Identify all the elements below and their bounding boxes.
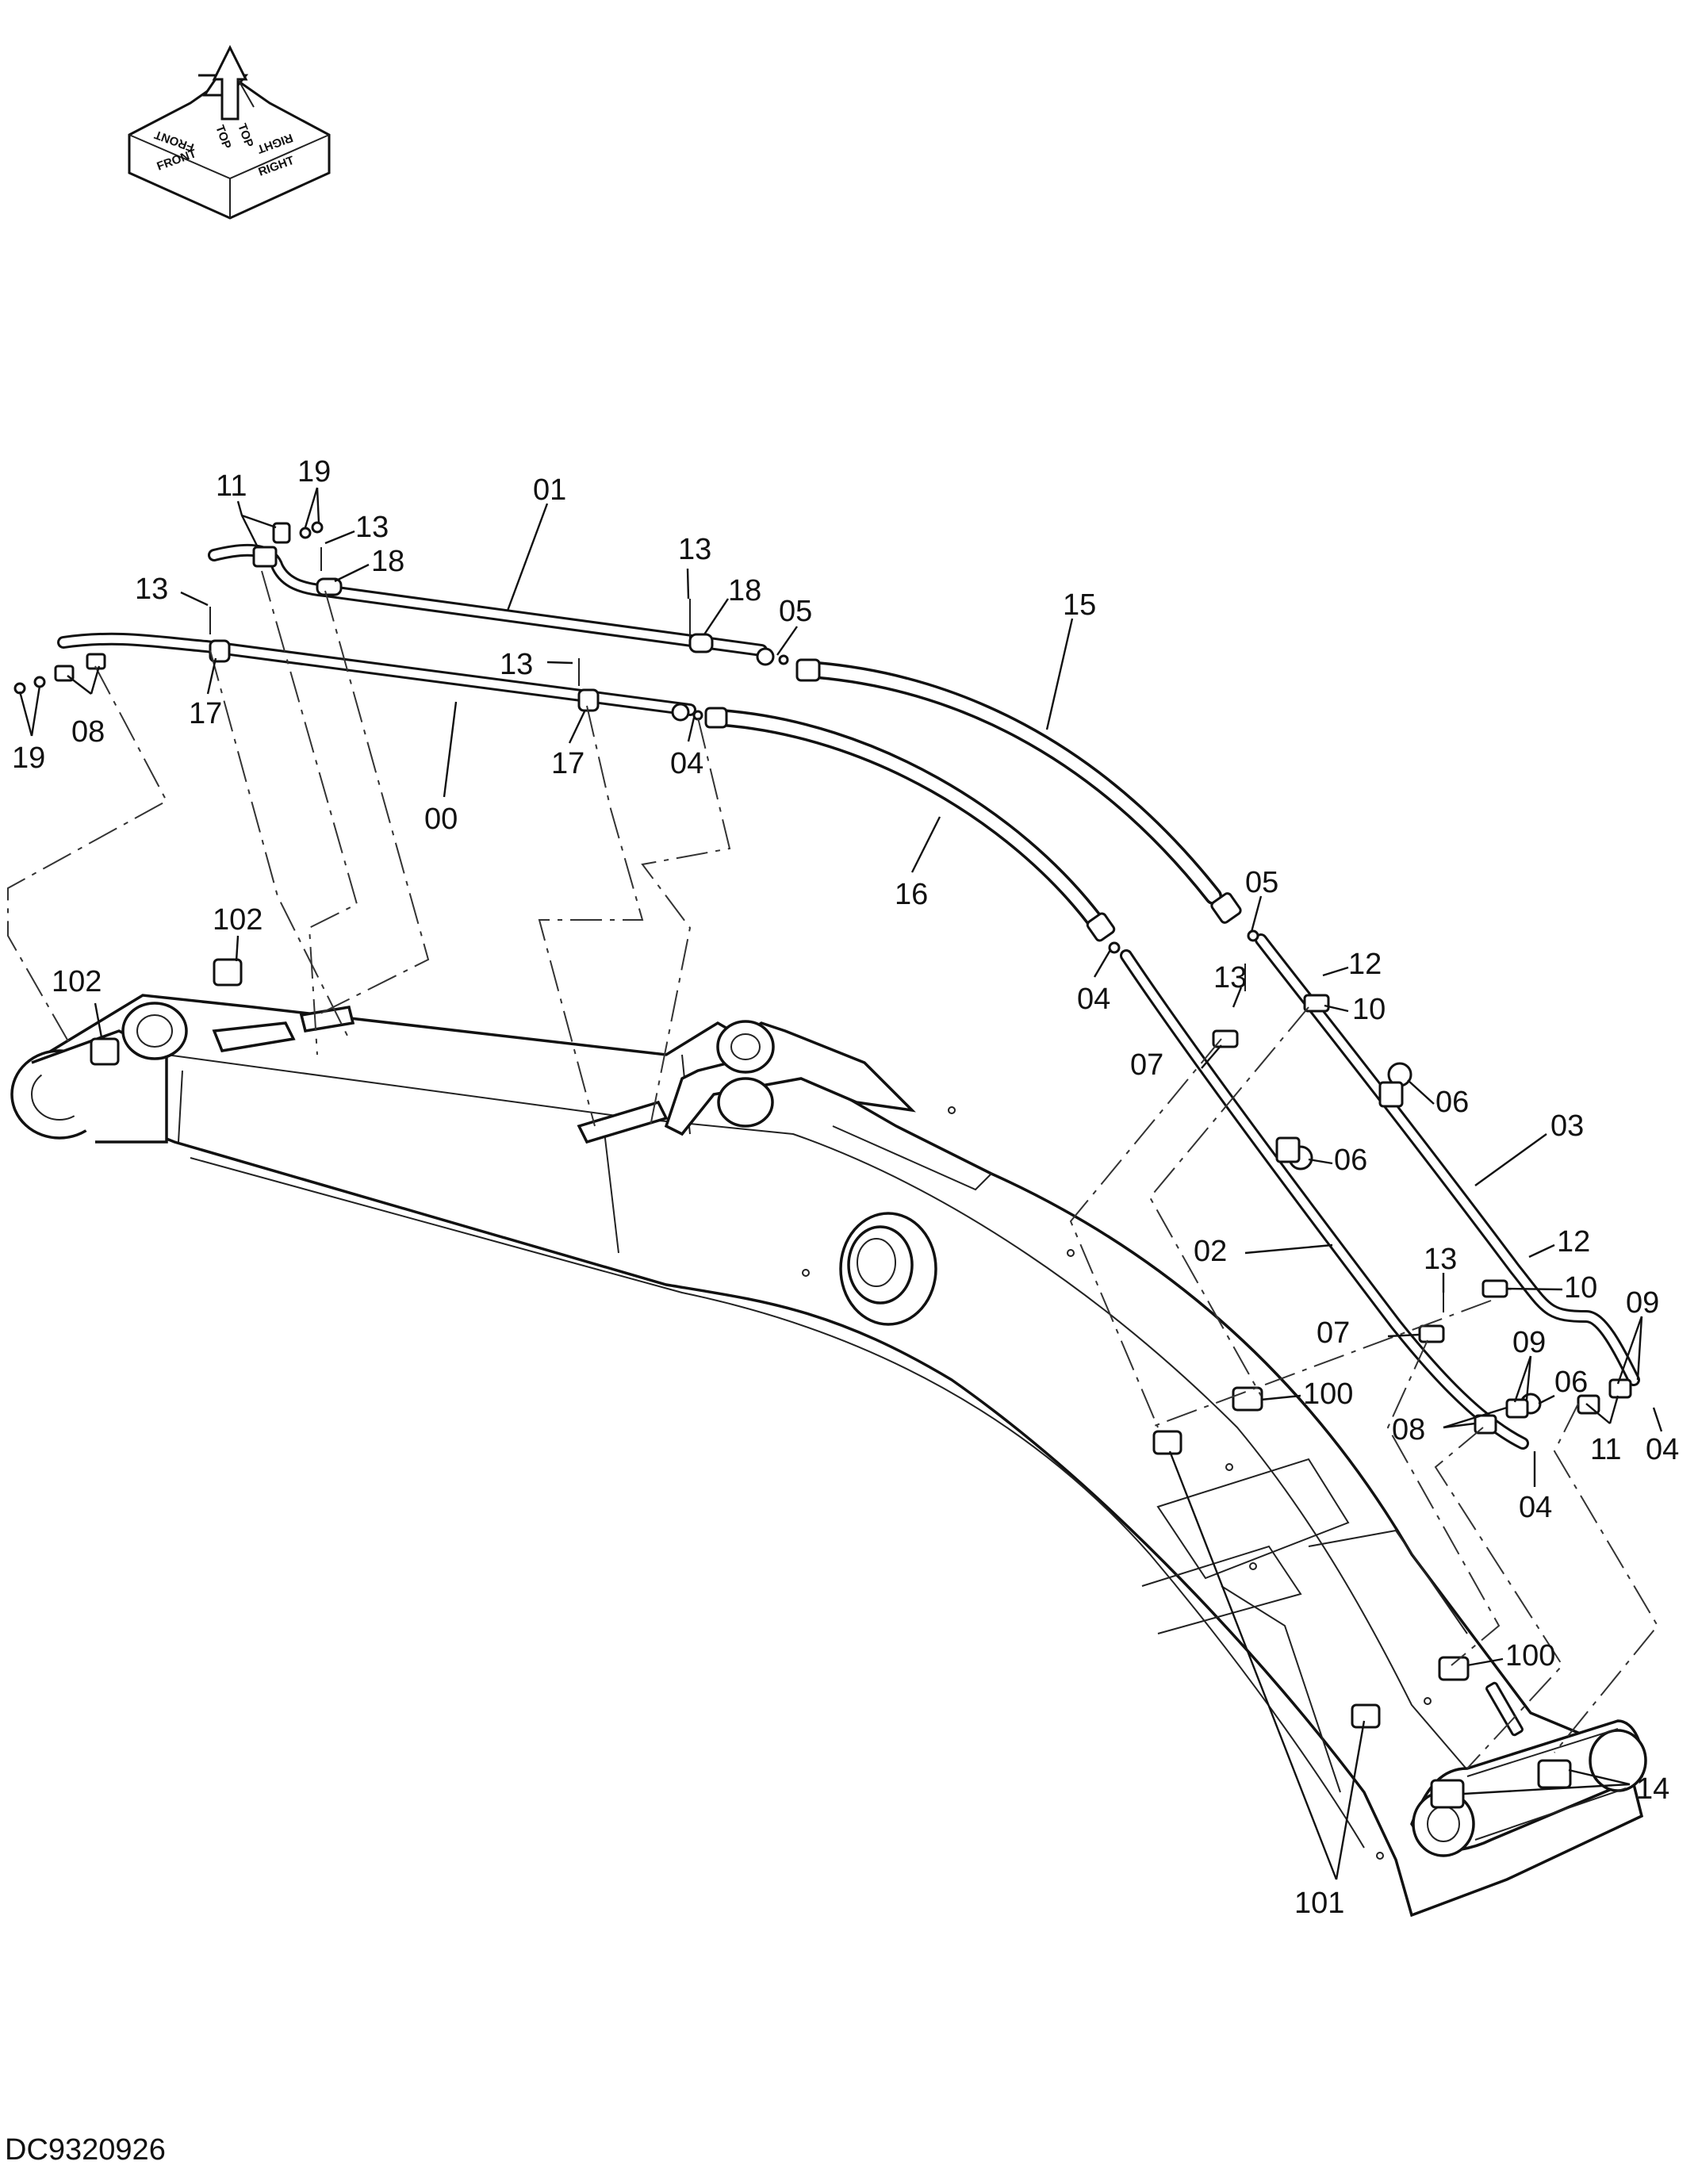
part-number-labels: 11 19 13 18 01 13 08 19 17 00 13 17 13 1…: [12, 455, 1679, 1920]
chain-lines: [7, 570, 1659, 1769]
label-101: 101: [1294, 1887, 1344, 1920]
label-06-upper-right: 06: [1435, 1086, 1469, 1119]
drawing-code: DC9320926: [5, 2133, 166, 2167]
label-17-mid: 17: [551, 747, 585, 780]
label-19-upper: 19: [297, 455, 331, 489]
pipe-00: [57, 632, 696, 716]
label-03: 03: [1550, 1109, 1584, 1143]
hose-15: [795, 658, 1242, 924]
label-13-mid: 13: [500, 648, 533, 681]
label-13-upper-mid: 13: [678, 533, 711, 566]
label-18-upper-left: 18: [371, 545, 404, 578]
label-05-right: 05: [1245, 866, 1278, 899]
label-08-lower: 08: [1392, 1413, 1425, 1446]
label-12-upper: 12: [1348, 948, 1382, 981]
label-100-lower: 100: [1505, 1639, 1555, 1672]
pipe-02: [1120, 949, 1529, 1450]
label-06-mid: 06: [1334, 1144, 1367, 1177]
label-19-left: 19: [12, 741, 45, 775]
label-102-lower: 102: [52, 965, 102, 998]
label-10-lower: 10: [1564, 1271, 1597, 1305]
label-13-upper-left: 13: [355, 511, 389, 544]
label-18-upper-mid: 18: [728, 574, 761, 607]
label-05-upper: 05: [779, 595, 812, 628]
boom-body: [10, 994, 1647, 1918]
label-17-left: 17: [189, 697, 222, 730]
pipe-03: [1255, 933, 1640, 1386]
label-09-mid: 09: [1512, 1326, 1546, 1359]
label-100-upper: 100: [1303, 1377, 1353, 1411]
leader-lines: [18, 487, 1663, 1880]
hardware-parts: [13, 521, 1632, 1809]
label-102-upper: 102: [213, 903, 263, 937]
label-11-upper: 11: [216, 469, 247, 503]
label-07-upper: 07: [1130, 1048, 1163, 1082]
label-13-left: 13: [135, 573, 168, 606]
label-02: 02: [1194, 1235, 1227, 1268]
label-12-lower: 12: [1557, 1225, 1590, 1259]
label-04-lower-right: 04: [1646, 1433, 1679, 1466]
label-14: 14: [1636, 1772, 1669, 1806]
label-00: 00: [424, 803, 458, 836]
label-04-upper: 04: [670, 747, 703, 780]
label-16: 16: [895, 878, 928, 911]
label-09-right: 09: [1626, 1286, 1659, 1320]
pipe-01: [208, 543, 768, 657]
label-06-lower: 06: [1554, 1366, 1588, 1399]
label-13-lower: 13: [1424, 1243, 1457, 1276]
label-10-upper: 10: [1352, 993, 1386, 1026]
label-01: 01: [533, 473, 566, 507]
orientation-indicator: FRONT TOP TOP RIGHT FRONT RIGHT: [128, 44, 331, 220]
label-11-lower: 11: [1590, 1433, 1621, 1466]
label-04-lower-mid: 04: [1519, 1491, 1552, 1524]
label-13-right: 13: [1213, 961, 1247, 994]
hose-16: [704, 707, 1116, 942]
label-15: 15: [1063, 588, 1096, 622]
label-07-lower: 07: [1317, 1316, 1350, 1350]
label-08-left: 08: [71, 715, 105, 749]
label-04-right: 04: [1077, 983, 1110, 1016]
